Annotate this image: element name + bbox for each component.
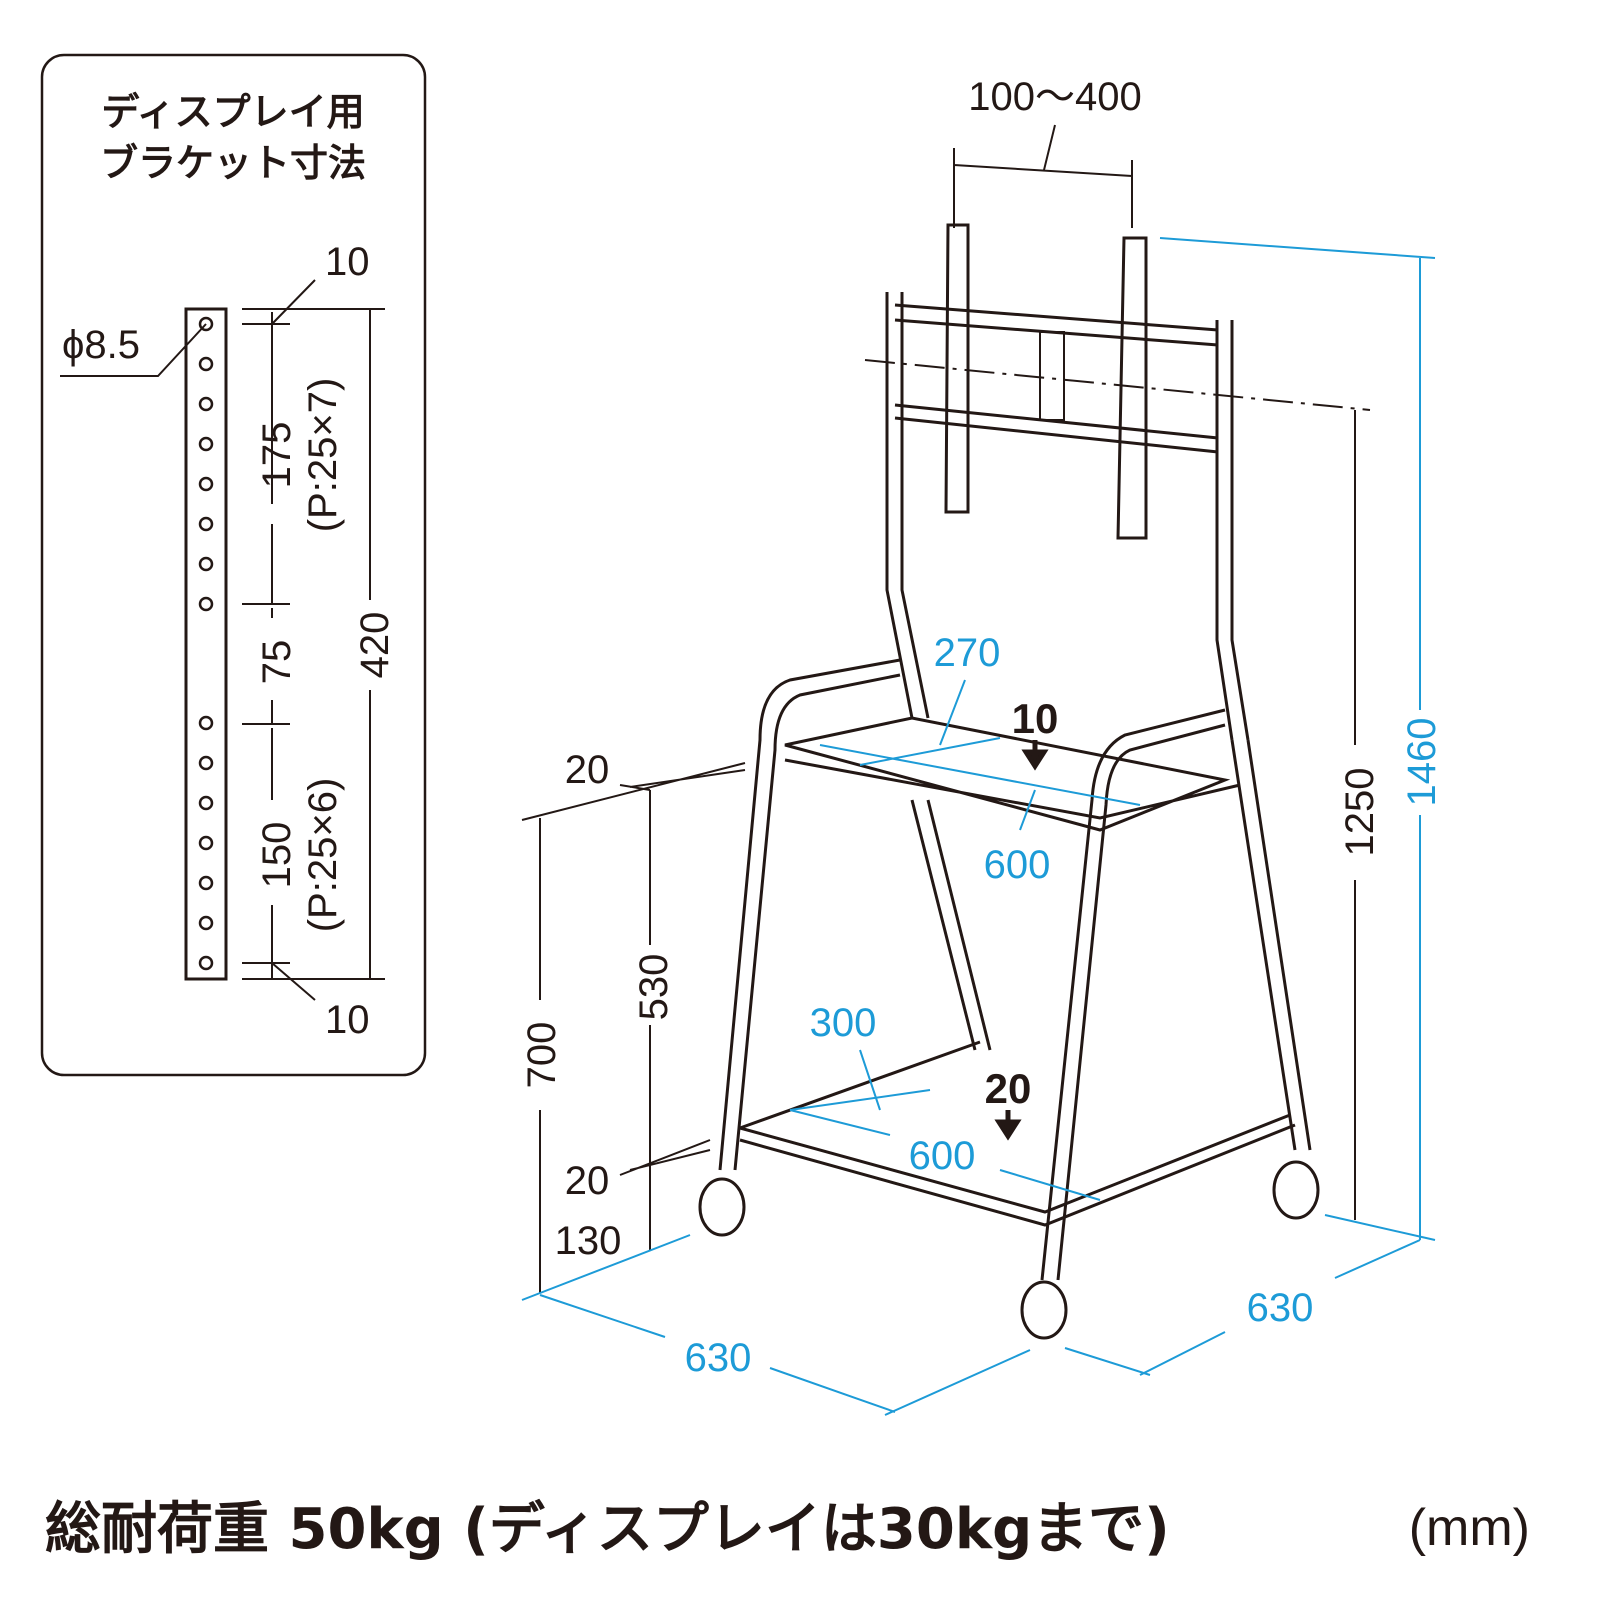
right-upright <box>1215 320 1250 741</box>
upper-shelf-depth-label: 270 <box>934 631 1001 675</box>
bracket-hole <box>198 356 214 372</box>
unit-label: (mm) <box>1409 1499 1530 1557</box>
left-upright <box>885 292 930 719</box>
mount-crossbars <box>894 303 1219 454</box>
lower-pitch-label: (P:25×6) <box>301 778 345 933</box>
bracket-dimension-lines <box>242 308 385 980</box>
rear-right-leg <box>1230 739 1312 1151</box>
bracket-panel: ディスプレイ用 ブラケット寸法 ϕ8.5 10 10 175 (P:25×7) … <box>40 53 427 1077</box>
hole-leader-line <box>60 323 207 377</box>
blue-dim-lines <box>521 237 1436 1416</box>
upper-shelf-height-label: 530 <box>632 954 676 1021</box>
caster-front <box>1020 1280 1068 1340</box>
gap-label: 75 <box>255 640 299 685</box>
vesa-dim-line <box>953 124 1133 228</box>
center-plate <box>1039 331 1065 421</box>
bracket-hole <box>198 755 214 771</box>
stand-illustration <box>698 223 1320 1340</box>
lower-shelf-height-label: 130 <box>555 1219 622 1263</box>
load-arrow-icons <box>994 740 1049 1141</box>
lower-shelf-depth-label: 300 <box>810 1001 877 1045</box>
margin-leaders <box>271 279 316 1001</box>
rear-left-leg <box>910 799 992 1051</box>
upper-shelf-load-label: 10 <box>1012 695 1059 742</box>
lower-shelf-width-label: 600 <box>909 1134 976 1178</box>
load-capacity-text: 総耐荷重 50kg (ディスプレイは30kgまで) <box>45 1497 1170 1562</box>
caster-left <box>698 1177 746 1237</box>
upper-span-label: 175 <box>255 422 299 489</box>
bracket-hole <box>198 915 214 931</box>
upper-shelf-top-height-label: 700 <box>520 1022 564 1089</box>
bracket-hole <box>198 596 214 612</box>
lower-span-label: 150 <box>255 822 299 889</box>
base-width-label: 630 <box>685 1336 752 1380</box>
lower-shelf-thickness-label: 20 <box>565 1159 610 1203</box>
bracket-hole <box>198 795 214 811</box>
front-right-leg <box>1040 708 1226 1281</box>
bracket-hole <box>198 516 214 532</box>
mount-center-line <box>864 359 1371 411</box>
panel-border <box>40 53 427 1077</box>
upper-pitch-label: (P:25×7) <box>301 378 345 533</box>
lower-shelf-load-label: 20 <box>985 1065 1032 1112</box>
blue-shelf-dims <box>789 679 1141 1201</box>
top-margin-label: 10 <box>325 240 370 284</box>
display-brackets <box>944 223 1148 540</box>
bracket-hole <box>198 955 214 971</box>
bracket-strip <box>184 307 228 981</box>
lower-shelf <box>739 1040 1296 1227</box>
vesa-width-label: 100〜400 <box>968 75 1141 119</box>
base-depth-label: 630 <box>1247 1286 1314 1330</box>
upper-shelf-thickness-label: 20 <box>565 748 610 792</box>
stand-labels: 100〜400 270 10 600 20 300 20 600 20 130 … <box>520 75 1444 1380</box>
front-left-leg <box>718 658 901 1171</box>
bracket-hole <box>198 875 214 891</box>
total-height-label: 1460 <box>1400 718 1444 807</box>
bracket-hole <box>198 556 214 572</box>
bracket-hole <box>198 396 214 412</box>
panel-title-line1: ディスプレイ用 <box>101 90 364 134</box>
left-height-dims <box>521 762 746 1293</box>
bracket-hole <box>198 476 214 492</box>
upper-shelf-width-label: 600 <box>984 843 1051 887</box>
bracket-hole <box>198 835 214 851</box>
stand-dimension-lines <box>521 124 1436 1416</box>
hole-diameter-label: ϕ8.5 <box>62 323 140 367</box>
mount-center-height-label: 1250 <box>1338 768 1382 857</box>
bracket-hole <box>198 316 214 332</box>
panel-title-line2: ブラケット寸法 <box>100 141 366 185</box>
total-length-label: 420 <box>353 612 397 679</box>
bracket-holes <box>198 316 214 971</box>
bracket-hole <box>198 715 214 731</box>
bracket-hole <box>198 436 214 452</box>
upper-shelf <box>784 716 1241 832</box>
bottom-margin-label: 10 <box>325 998 370 1042</box>
caster-right <box>1272 1160 1320 1220</box>
